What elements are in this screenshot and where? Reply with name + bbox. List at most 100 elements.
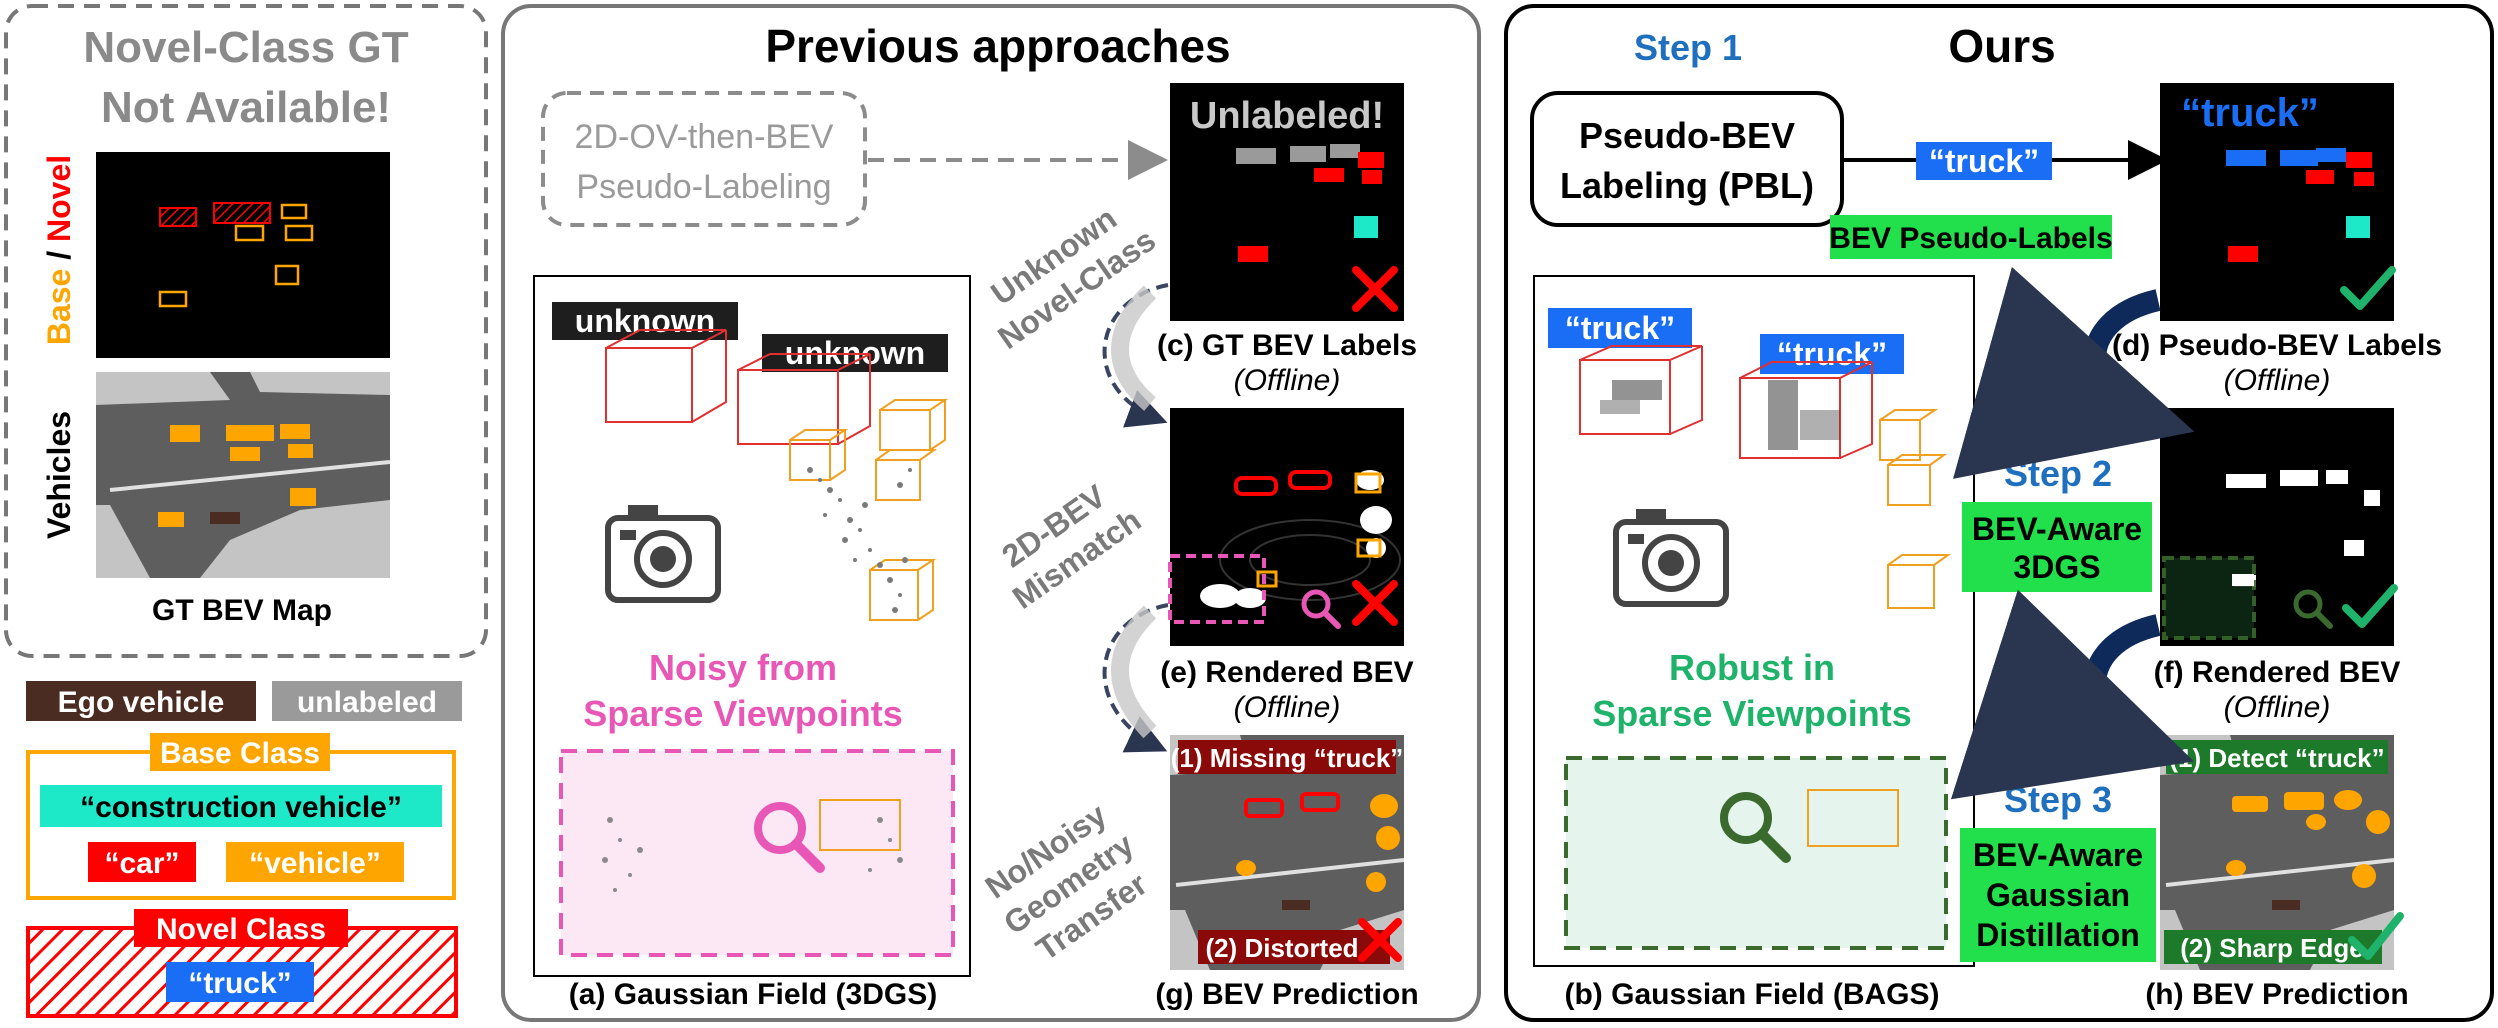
curved-arrows-ours bbox=[1950, 266, 2195, 800]
arrow-truck-label: “truck” bbox=[1929, 143, 2039, 179]
caption-e: (e) Rendered BEV bbox=[1160, 656, 1413, 689]
cross-icon-e bbox=[1352, 580, 1398, 626]
robust-zoom-orange-box bbox=[1807, 789, 1899, 847]
previous-panel-frame bbox=[501, 4, 1481, 1022]
step2-label: Step 2 bbox=[2004, 453, 2112, 494]
truck-banner: “truck” bbox=[2181, 91, 2319, 135]
side-label-no-noisy: No/Noisy Geometry Transfer bbox=[979, 796, 1154, 967]
missing-truck-tag bbox=[1178, 740, 1396, 774]
bev-aware-line2: 3DGS bbox=[2013, 549, 2100, 585]
offline-f: (Offline) bbox=[2224, 691, 2331, 724]
cross-icon-c bbox=[1352, 266, 1398, 312]
unknown-tag-1 bbox=[552, 302, 738, 340]
gt-bev-map-caption: GT BEV Map bbox=[152, 594, 332, 627]
gt-bev-vehicle-map bbox=[96, 372, 391, 578]
pseudo-bev-labels-image bbox=[2160, 83, 2394, 321]
curved-arrows-previous bbox=[1102, 283, 1169, 753]
ov-pseudo-labeling-box bbox=[541, 91, 867, 227]
step1-label: Step 1 bbox=[1634, 27, 1742, 68]
unknown-label-1: unknown bbox=[575, 303, 715, 339]
noisy-zoom-points bbox=[602, 817, 903, 892]
axis-base-text: Base bbox=[41, 269, 77, 346]
unlabeled-banner: Unlabeled! bbox=[1190, 95, 1384, 137]
distill-line2: Gaussian bbox=[1986, 877, 2130, 913]
legend-truck: “truck” bbox=[188, 967, 291, 1000]
side-label-unknown-novel: Unknown Novel-Class bbox=[984, 200, 1162, 356]
sharp-edge-label: (2) Sharp Edge bbox=[2180, 933, 2363, 963]
vehicles-axis-label: Vehicles bbox=[41, 411, 77, 539]
left-title-line1: Novel-Class GT bbox=[83, 23, 408, 72]
offline-e: (Offline) bbox=[1234, 691, 1341, 724]
truck-tag-right bbox=[1760, 334, 1904, 374]
gaussian-point-cloud bbox=[807, 467, 912, 613]
truck-label-right: “truck” bbox=[1777, 336, 1887, 372]
magnifier-icon-small-green bbox=[2293, 589, 2333, 629]
rendered-bev-prev-image bbox=[1170, 408, 1404, 646]
ours-panel: Ours Step 1 Pseudo-BEV Labeling (PBL) “t… bbox=[1504, 4, 2494, 1022]
caption-g: (g) BEV Prediction bbox=[1155, 978, 1418, 1011]
ours-title: Ours bbox=[1948, 20, 2055, 72]
ov-line2: Pseudo-Labeling bbox=[576, 168, 831, 206]
rendered-zoom-green-box bbox=[2162, 556, 2256, 640]
legend-base-class: Base Class bbox=[160, 737, 320, 770]
bev-aware-line1: BEV-Aware bbox=[1972, 511, 2142, 547]
magnifier-icon-green bbox=[1720, 792, 1791, 863]
left-title-line2: Not Available! bbox=[101, 83, 391, 132]
base-novel-axis-label: Base / Novel bbox=[41, 155, 77, 345]
check-icon-d bbox=[2340, 266, 2396, 310]
left-panel: Novel-Class GT Not Available! Base / Nov… bbox=[4, 4, 488, 658]
check-icon-h bbox=[2348, 912, 2404, 960]
check-icon-f bbox=[2342, 584, 2398, 628]
gt-bev-box-map bbox=[96, 152, 390, 358]
previous-title: Previous approaches bbox=[765, 20, 1230, 72]
construction-vehicle-swatch bbox=[40, 785, 442, 827]
legend-novel-class: Novel Class bbox=[156, 913, 326, 946]
unknown-red-3d-boxes bbox=[605, 329, 871, 445]
bev-pseudo-labels-text: BEV Pseudo-Labels bbox=[1829, 222, 2112, 255]
caption-d: (d) Pseudo-BEV Labels bbox=[2112, 329, 2442, 362]
bev-aware-3dgs-tag bbox=[1962, 502, 2152, 592]
novel-class-tag bbox=[134, 909, 348, 947]
noisy-zoom-orange-box bbox=[819, 799, 901, 851]
camera-icon-right bbox=[1613, 509, 1729, 607]
car-swatch bbox=[88, 842, 196, 882]
legend: Ego vehicle unlabeled Base Class “constr… bbox=[26, 681, 462, 1018]
offline-c: (Offline) bbox=[1234, 364, 1341, 397]
vehicle-swatch bbox=[226, 842, 404, 882]
robust-zoom-region bbox=[1564, 756, 1948, 950]
noisy-line2: Sparse Viewpoints bbox=[583, 693, 902, 734]
truck-red-3d-boxes bbox=[1579, 345, 1873, 459]
rendered-zoom-green-vehicle bbox=[2232, 574, 2254, 586]
camera-icon-left bbox=[605, 505, 721, 603]
ov-line1: 2D-OV-then-BEV bbox=[575, 118, 834, 156]
truck-point-cloud bbox=[1600, 380, 1840, 450]
arrow-truck-tag bbox=[1916, 142, 2052, 180]
previous-approaches-panel: Previous approaches 2D-OV-then-BEV Pseud… bbox=[501, 4, 1481, 1022]
bev-pseudo-labels-tag bbox=[1830, 215, 2112, 259]
magnifier-icon-pink bbox=[754, 802, 825, 873]
distorted-label: (2) Distorted bbox=[1205, 933, 1358, 963]
pbl-line1: Pseudo-BEV bbox=[1579, 115, 1795, 156]
base-class-tag bbox=[150, 733, 330, 771]
cross-icon-g bbox=[1358, 918, 1402, 962]
noisy-line1: Noisy from bbox=[649, 647, 837, 688]
magnifier-icon-small-pink bbox=[1301, 589, 1341, 629]
caption-a: (a) Gaussian Field (3DGS) bbox=[569, 978, 937, 1011]
truck-tag-left bbox=[1548, 308, 1692, 348]
legend-vehicle: “vehicle” bbox=[249, 847, 381, 880]
detect-truck-label: (1) Detect “truck” bbox=[2169, 743, 2384, 773]
legend-construction-vehicle: “construction vehicle” bbox=[80, 791, 402, 824]
legend-unlabeled: unlabeled bbox=[297, 686, 437, 719]
left-panel-frame bbox=[4, 4, 488, 658]
unlabeled-swatch bbox=[272, 681, 462, 721]
caption-b: (b) Gaussian Field (BAGS) bbox=[1564, 978, 1939, 1011]
base-orange-3d-boxes-ours bbox=[1879, 409, 1952, 609]
distill-line1: BEV-Aware bbox=[1973, 837, 2143, 873]
caption-h: (h) BEV Prediction bbox=[2145, 978, 2408, 1011]
robust-line1: Robust in bbox=[1669, 647, 1835, 688]
side-label-2d-bev: 2D-BEV Mismatch bbox=[995, 477, 1147, 616]
noisy-zoom-region bbox=[559, 749, 955, 957]
legend-ego-vehicle: Ego vehicle bbox=[58, 686, 225, 719]
missing-truck-label: (1) Missing “truck” bbox=[1171, 743, 1404, 773]
